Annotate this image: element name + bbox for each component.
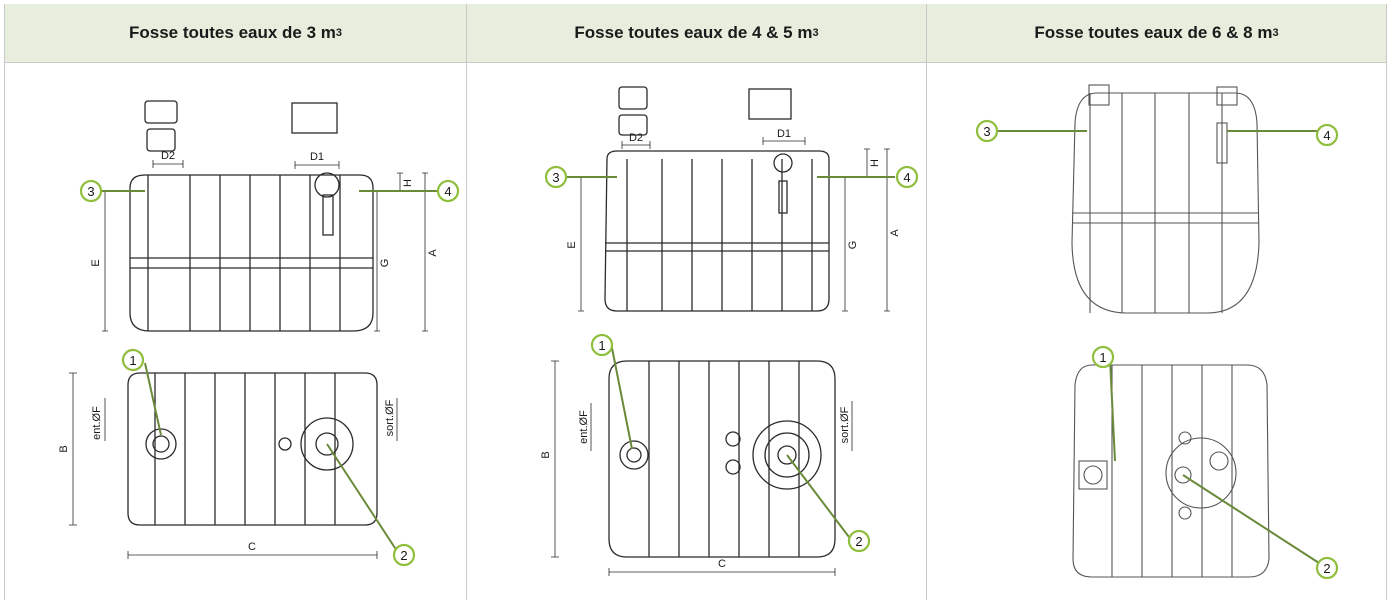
marker-3-label: 3 — [87, 184, 94, 199]
marker-1-circle — [121, 348, 145, 372]
dim-D1: D1 — [777, 128, 791, 140]
dim-D2: D2 — [629, 132, 643, 144]
marker-4-label: 4 — [903, 170, 910, 185]
marker-1-circle — [590, 333, 614, 357]
unit-superscript: 3 — [812, 27, 819, 39]
marker-2-circle — [392, 543, 416, 567]
marker-4-label: 4 — [1323, 128, 1330, 143]
marker-3-label: 3 — [983, 124, 990, 139]
marker-1-label: 1 — [1099, 350, 1106, 365]
riser-cap-left-lower — [618, 114, 648, 136]
marker-3-label: 3 — [552, 170, 559, 185]
dim-E: E — [90, 259, 102, 266]
dim-inlet: ent.ØF — [91, 406, 103, 440]
marker-2-label: 2 — [855, 534, 862, 549]
marker-3-circle — [975, 119, 999, 143]
column-title: Fosse toutes eaux de 3 m — [128, 23, 336, 42]
riser-cap-left — [144, 100, 178, 124]
dim-G: G — [847, 241, 859, 250]
marker-3-circle — [544, 165, 568, 189]
dim-E: E — [566, 241, 578, 248]
riser-cap-left — [618, 86, 648, 110]
riser-cap-left-lower — [146, 128, 176, 152]
marker-2-label: 2 — [400, 548, 407, 563]
dim-A: A — [427, 249, 439, 257]
marker-2-label: 2 — [1323, 561, 1330, 576]
tank-top-body — [127, 372, 378, 526]
marker-1-label: 1 — [598, 338, 605, 353]
dim-outlet: sort.ØF — [384, 399, 396, 436]
dim-B: B — [58, 445, 70, 452]
marker-1-label: 1 — [129, 353, 136, 368]
tank-4-5m3-drawing: 1 2 3 4 D2 D1 E G A H B C ent.ØF sort.ØF — [540, 86, 919, 576]
dim-H: H — [869, 159, 881, 167]
dim-D2: D2 — [161, 150, 175, 162]
marker-1-circle — [1091, 345, 1115, 369]
tank-side-body — [129, 174, 374, 332]
marker-3-circle — [79, 179, 103, 203]
tank-top-body — [1072, 364, 1270, 578]
dim-A: A — [889, 229, 901, 237]
dim-outlet: sort.ØF — [839, 406, 851, 443]
dim-inlet: ent.ØF — [578, 410, 590, 444]
riser-cap-right — [748, 88, 792, 120]
dim-G: G — [379, 259, 391, 268]
tank-6-8m3-drawing: 1 2 3 4 — [975, 84, 1339, 580]
dim-D1: D1 — [310, 151, 324, 163]
marker-4-label: 4 — [444, 184, 451, 199]
tank-top-body — [608, 360, 836, 558]
dim-C: C — [248, 541, 256, 553]
unit-superscript: 3 — [1272, 27, 1279, 39]
unit-superscript: 3 — [335, 27, 343, 39]
column-title: Fosse toutes eaux de 6 & 8 m — [1034, 23, 1273, 42]
dim-C: C — [718, 558, 726, 570]
riser-cap-right — [291, 102, 338, 134]
column-title: Fosse toutes eaux de 4 & 5 m — [574, 23, 813, 42]
marker-4-circle — [1315, 123, 1339, 147]
dim-B: B — [540, 451, 552, 458]
tank-side-body — [1071, 92, 1260, 314]
tank-side-body — [604, 150, 830, 312]
marker-4-circle — [895, 165, 919, 189]
marker-2-circle — [1315, 556, 1339, 580]
tank-3m3-drawing: 1 2 3 4 D2 D1 E G A H B C ent.ØF sort.ØF — [58, 100, 460, 567]
marker-2-circle — [847, 529, 871, 553]
marker-4-circle — [436, 179, 460, 203]
dim-H: H — [402, 179, 414, 187]
